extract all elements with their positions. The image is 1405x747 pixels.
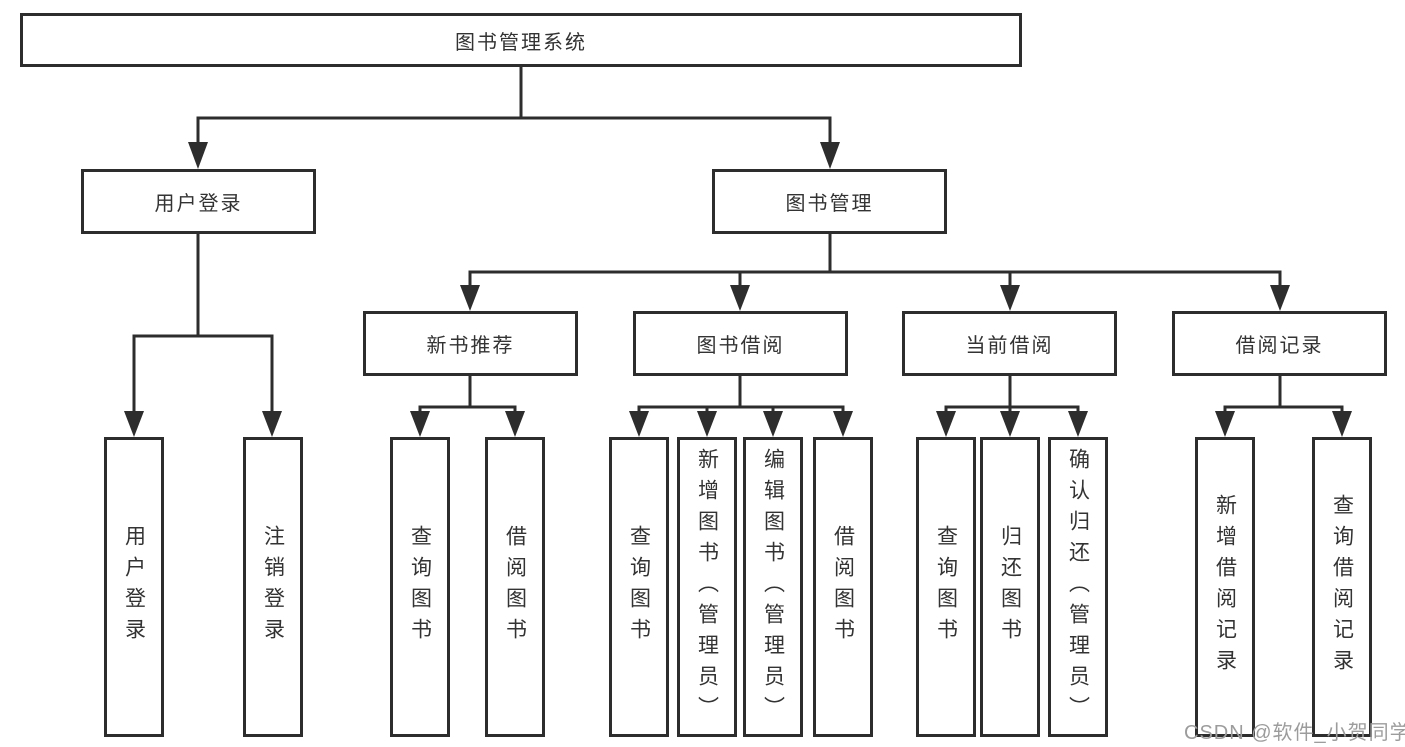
leaf-return-book-label: 归还图书 [998, 525, 1022, 649]
watermark: CSDN @软件_小贺同学 [1184, 722, 1405, 744]
node-book-borrow: 图书借阅 [633, 311, 848, 376]
leaf-return-book: 归还图书 [980, 437, 1040, 737]
connector-new-book-rec-children [410, 376, 525, 437]
leaf-borrow-book-2-label: 借阅图书 [831, 525, 855, 649]
leaf-borrow-book-1: 借阅图书 [485, 437, 545, 737]
leaf-add-book-label: 新增图书（管理员） [695, 447, 719, 727]
leaf-user-login: 用户登录 [104, 437, 164, 737]
leaf-confirm-return: 确认归还（管理员） [1048, 437, 1108, 737]
leaf-logout-label: 注销登录 [261, 525, 285, 649]
node-new-book-rec: 新书推荐 [363, 311, 578, 376]
node-borrow-record-label: 借阅记录 [1235, 335, 1324, 357]
leaf-edit-book-label: 编辑图书（管理员） [761, 447, 785, 727]
node-current-borrow-label: 当前借阅 [965, 335, 1054, 357]
leaf-query-borrow-record: 查询借阅记录 [1312, 437, 1372, 737]
connector-root-to-level2 [188, 67, 840, 169]
leaf-confirm-return-label: 确认归还（管理员） [1066, 447, 1090, 727]
leaf-add-book: 新增图书（管理员） [677, 437, 737, 737]
node-root-label: 图书管理系统 [455, 31, 587, 54]
node-borrow-record: 借阅记录 [1172, 311, 1387, 376]
node-user-login-label: 用户登录 [154, 193, 243, 215]
leaf-query-book-2: 查询图书 [609, 437, 669, 737]
leaf-query-borrow-record-label: 查询借阅记录 [1330, 494, 1354, 680]
connector-borrow-record-children [1215, 376, 1352, 437]
node-book-borrow-label: 图书借阅 [696, 335, 785, 357]
leaf-borrow-book-2: 借阅图书 [813, 437, 873, 737]
leaf-query-book-2-label: 查询图书 [627, 525, 651, 649]
leaf-borrow-book-1-label: 借阅图书 [503, 525, 527, 649]
node-book-mgmt: 图书管理 [712, 169, 947, 234]
connector-book-borrow-children [629, 376, 853, 437]
node-new-book-rec-label: 新书推荐 [426, 335, 515, 357]
node-current-borrow: 当前借阅 [902, 311, 1117, 376]
connector-user-login-children [124, 234, 282, 437]
leaf-add-borrow-record: 新增借阅记录 [1195, 437, 1255, 737]
leaf-query-book-3: 查询图书 [916, 437, 976, 737]
connector-book-mgmt-children [460, 234, 1290, 311]
connector-current-borrow-children [936, 376, 1088, 437]
leaf-query-book-1: 查询图书 [390, 437, 450, 737]
node-book-mgmt-label: 图书管理 [785, 193, 874, 215]
leaf-query-book-3-label: 查询图书 [934, 525, 958, 649]
leaf-user-login-label: 用户登录 [122, 525, 146, 649]
leaf-add-borrow-record-label: 新增借阅记录 [1213, 494, 1237, 680]
node-root: 图书管理系统 [20, 13, 1022, 67]
leaf-query-book-1-label: 查询图书 [408, 525, 432, 649]
node-user-login: 用户登录 [81, 169, 316, 234]
leaf-edit-book: 编辑图书（管理员） [743, 437, 803, 737]
leaf-logout: 注销登录 [243, 437, 303, 737]
